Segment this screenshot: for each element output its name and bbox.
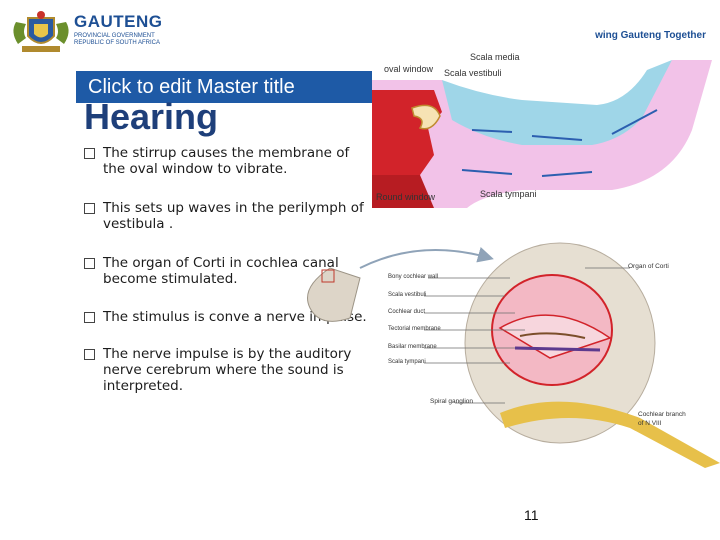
bullet-item: The nerve impulse is by the auditory ner… — [84, 346, 374, 394]
bullet-text: The stimulus is conve a nerve impulse. — [103, 309, 367, 325]
cochlea-shell-icon — [307, 267, 361, 322]
stirrup-bone-icon — [411, 104, 441, 130]
slide-heading[interactable]: Hearing — [84, 96, 219, 137]
tagline: wing Gauteng Together — [595, 30, 706, 41]
label-organ-of-corti: Organ of Corti — [628, 263, 669, 270]
bullet-text: The stirrup causes the membrane of the o… — [103, 145, 350, 177]
gauteng-logo: GAUTENG PROVINCIAL GOVERNMENT REPUBLIC O… — [8, 8, 162, 56]
page-number: 11 — [524, 507, 539, 523]
bullet-text: The organ of Corti in cochlea canal beco… — [103, 255, 339, 287]
zoom-box-icon — [321, 269, 335, 283]
cochlear-duct-shape — [498, 314, 612, 359]
tectorial-membrane-line — [519, 332, 586, 339]
bullet-box-icon — [84, 203, 95, 214]
label-tectorial-membrane: Tectorial membrane — [388, 326, 441, 332]
basilar-membrane-line — [514, 346, 601, 352]
bullet-text: The nerve impulse is by the auditory ner… — [103, 346, 352, 394]
label-round-window: Round window — [376, 192, 436, 202]
zoom-arrow-icon — [359, 247, 494, 269]
master-title-placeholder[interactable]: Click to edit Master title — [88, 76, 295, 98]
label-cochlear-duct: Cochlear duct — [388, 309, 425, 315]
label-oval-window: oval window — [384, 64, 434, 74]
label-scala-vestibuli: Scala vestibuli — [444, 68, 502, 78]
bullet-item: The stimulus is conve a nerve impulse. — [84, 309, 374, 325]
bullet-item: The organ of Corti in cochlea canal beco… — [84, 255, 374, 287]
bullet-box-icon — [84, 258, 95, 269]
label-scala-vestibuli: Scala vestibuli — [388, 292, 426, 298]
brand-name: GAUTENG — [74, 12, 163, 31]
label-spiral-ganglion: Spiral ganglion — [430, 398, 473, 405]
label-of-n-viii: of N VIII — [638, 420, 662, 427]
coat-of-arms-icon — [13, 11, 69, 52]
label-scala-tympani: Scala tympani — [480, 189, 537, 199]
bullet-box-icon — [84, 349, 95, 360]
bullet-item: This sets up waves in the perilymph of v… — [84, 200, 374, 232]
cochlea-chambers-diagram: oval window Scala media Scala vestibuli … — [372, 50, 717, 208]
label-scala-media: Scala media — [470, 52, 520, 62]
scala-media-chamber — [442, 60, 672, 145]
label-basilar-membrane: Basilar membrane — [388, 344, 437, 350]
bullet-box-icon — [84, 148, 95, 159]
wave-arrows — [471, 109, 658, 141]
label-bony-cochlear-wall: Bony cochlear wall — [388, 274, 438, 280]
cochlea-cross-section-diagram: Bony cochlear wall Scala vestibuli Cochl… — [307, 242, 720, 468]
bullet-text: This sets up waves in the perilymph of v… — [103, 200, 364, 232]
label-cochlear-branch: Cochlear branch — [638, 411, 686, 418]
brand-subtitle: PROVINCIAL GOVERNMENT REPUBLIC OF SOUTH … — [74, 33, 161, 46]
wave-arrows-lower — [461, 169, 593, 177]
bullet-list: The stirrup causes the membrane of the o… — [84, 145, 374, 394]
label-scala-tympani: Scala tympani — [388, 359, 426, 365]
bullet-box-icon — [84, 312, 95, 323]
bullet-item: The stirrup causes the membrane of the o… — [84, 145, 374, 177]
middle-ear-tissue-lower — [372, 175, 434, 208]
cochlear-nerve-shape — [500, 401, 720, 468]
